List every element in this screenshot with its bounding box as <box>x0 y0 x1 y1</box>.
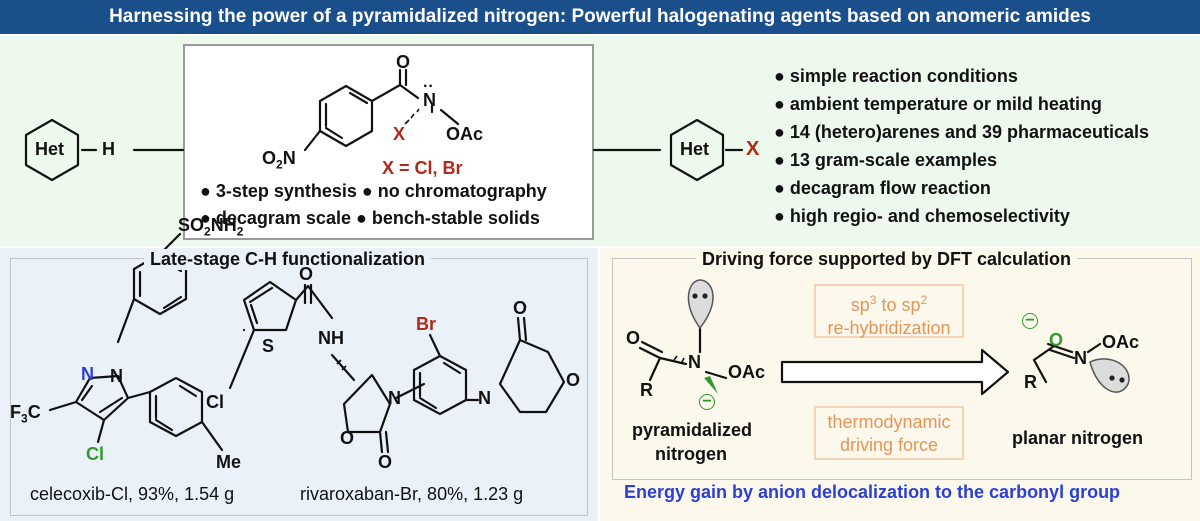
dft-right-o: O <box>1049 330 1064 350</box>
banner-title: Harnessing the power of a pyramidalized … <box>0 0 1200 34</box>
celecoxib-so2nh2: SO2NH2 <box>178 215 244 239</box>
dft-left-label-1: pyramidalized <box>632 420 753 440</box>
dft-left-oac: OAc <box>728 362 766 382</box>
late-stage-title: Late-stage C-H functionalization <box>144 249 432 270</box>
rivaroxaban-br: Br <box>416 314 437 334</box>
rivaroxaban-cl: Cl <box>206 392 224 412</box>
reagent-feature-2: ● decagram scale ● bench-stable solids <box>200 208 540 228</box>
rivaroxaban-caption: rivaroxaban-Br, 80%, 1.23 g <box>300 484 524 504</box>
driving-force-box: thermodynamic driving force <box>814 406 964 460</box>
rivaroxaban-o-carbonyl: O <box>378 452 393 472</box>
advantage-item: ● 13 gram-scale examples <box>774 150 998 170</box>
rivaroxaban-nh: NH <box>318 328 344 348</box>
hollow-arrow <box>780 348 1010 396</box>
celecoxib-pyrazole <box>74 374 130 422</box>
substrate-het-label: Het <box>35 139 65 159</box>
rivaroxaban-o-ring: O <box>340 428 355 448</box>
celecoxib-n-label: N <box>110 366 123 386</box>
dft-left-label-2: nitrogen <box>655 444 727 464</box>
celecoxib-n-label: N <box>81 364 94 384</box>
dft-right-n: N <box>1074 348 1087 368</box>
dft-title: Driving force supported by DFT calculati… <box>696 249 1078 270</box>
rivaroxaban-n-morph: N <box>478 388 491 408</box>
product-het-label: Het <box>680 139 710 159</box>
reagent-benzene <box>318 84 374 148</box>
celecoxib-me-label: Me <box>216 452 242 472</box>
advantage-item: ● ambient temperature or mild heating <box>774 94 1102 114</box>
dft-right-label: planar nitrogen <box>1012 428 1144 448</box>
rivaroxaban-thiophene <box>242 280 298 332</box>
advantage-item: ● 14 (hetero)arenes and 39 pharmaceutica… <box>774 122 1150 142</box>
substrate-h-label: H <box>102 139 115 159</box>
reagent-o2n-label: O2N <box>262 148 296 172</box>
dft-left-r: R <box>640 380 653 400</box>
dft-right-oac: OAc <box>1102 332 1140 352</box>
rivaroxaban-o-morph-carbonyl: O <box>513 298 528 318</box>
advantage-item: ● high regio- and chemoselectivity <box>774 206 1070 226</box>
celecoxib-caption: celecoxib-Cl, 93%, 1.54 g <box>30 484 235 504</box>
dft-conclusion: Energy gain by anion delocalization to t… <box>624 482 1121 502</box>
reagent-x-definition: X = Cl, Br <box>382 158 463 178</box>
rivaroxaban-n-ox: N <box>388 388 401 408</box>
rivaroxaban-s: S <box>262 336 275 356</box>
late-stage-panel-bg <box>0 248 598 521</box>
dft-left-minus: − <box>699 394 715 410</box>
rehybridization-box: sp3 to sp2 re-hybridization <box>814 284 964 338</box>
reagent-feature-1: ● 3-step synthesis ● no chromatography <box>200 181 547 201</box>
reagent-box <box>183 44 594 240</box>
celecoxib-f3c: F3C <box>10 402 41 426</box>
rivaroxaban-morpholinone <box>498 338 566 414</box>
dft-right-minus: − <box>1022 313 1038 329</box>
celecoxib-cl-label: Cl <box>86 444 104 464</box>
reagent-x-label: X <box>393 124 406 144</box>
rivaroxaban-oxazolidinone <box>342 373 392 434</box>
reagent-n-dots: ·· <box>423 78 434 95</box>
product-hexagon <box>669 118 725 182</box>
dft-left-n: N <box>688 352 701 372</box>
reagent-o-label: O <box>396 52 411 72</box>
rivaroxaban-o-amide: O <box>299 264 314 284</box>
celecoxib-tolyl-ring <box>148 376 204 438</box>
product-x-label: X <box>746 138 760 160</box>
advantage-item: ● simple reaction conditions <box>774 66 1018 86</box>
reagent-n-label: N <box>423 90 436 110</box>
dft-right-r: R <box>1024 372 1037 392</box>
rivaroxaban-aryl-ring <box>412 354 468 416</box>
substrate-hexagon <box>24 118 80 182</box>
advantage-item: ● decagram flow reaction <box>774 178 991 198</box>
dft-left-o: O <box>626 328 641 348</box>
rivaroxaban-o-morph: O <box>566 370 581 390</box>
reagent-oac-label: OAc <box>446 124 484 144</box>
